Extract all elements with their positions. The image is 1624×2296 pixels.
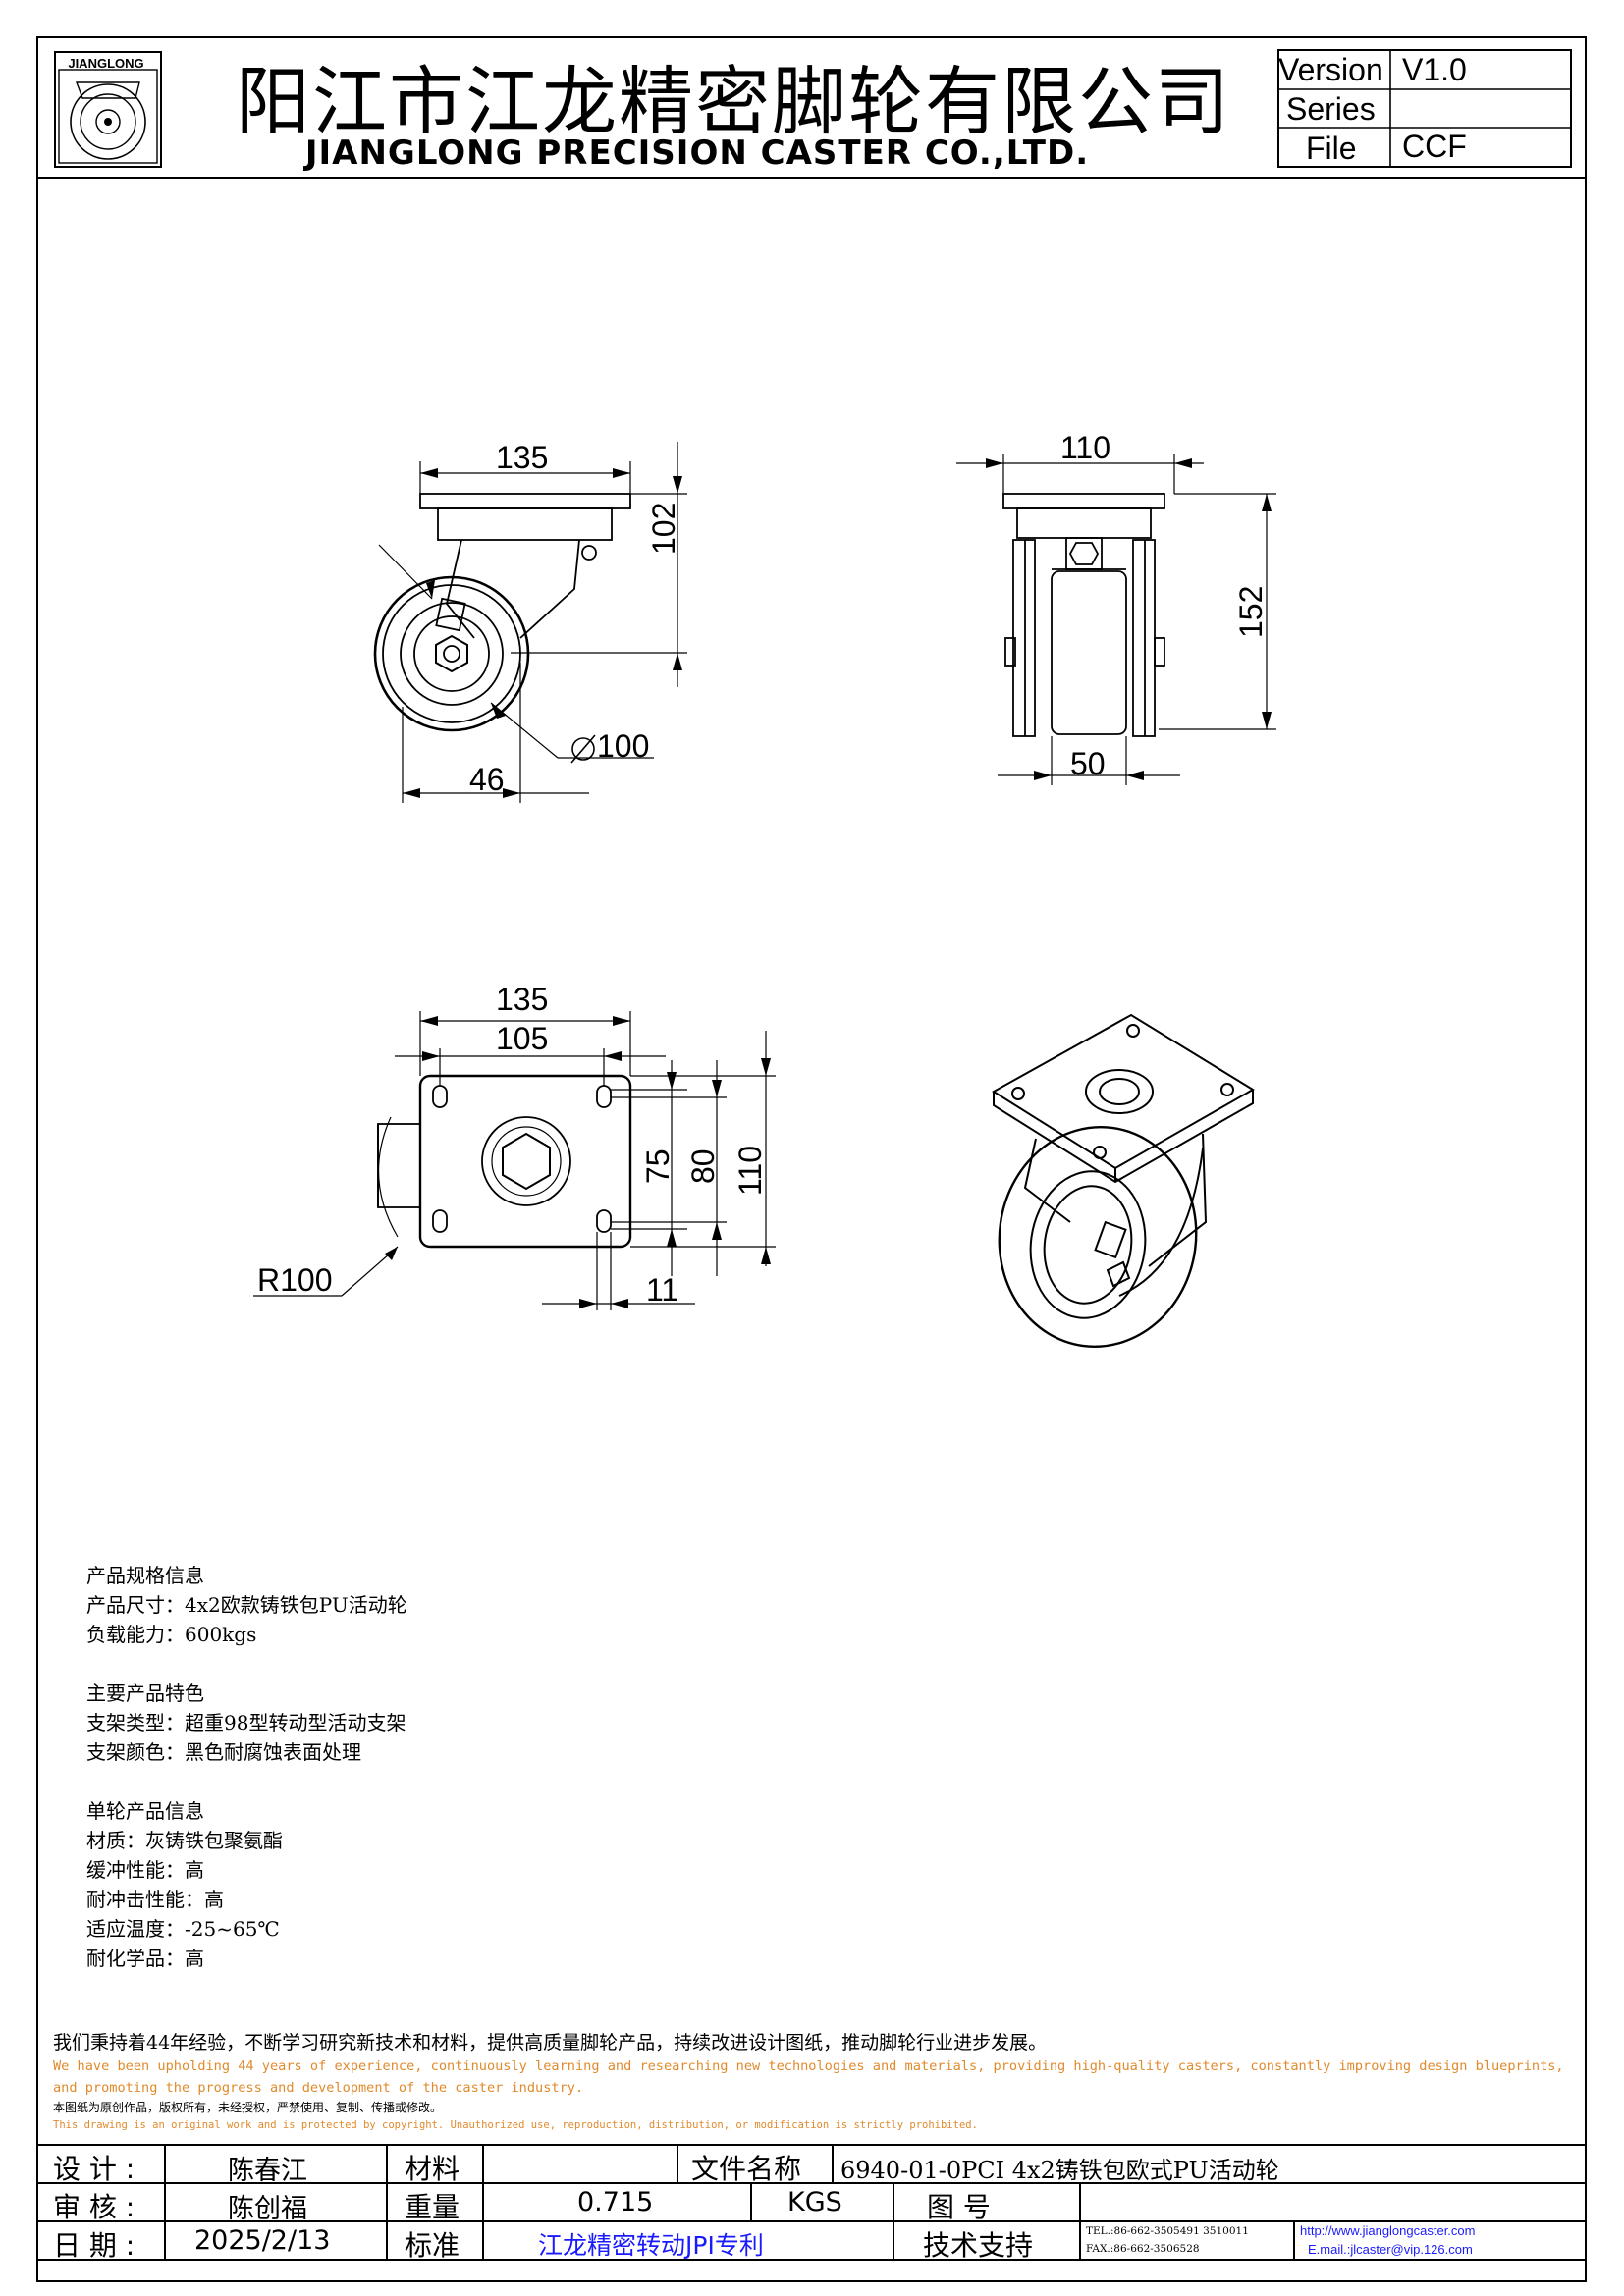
mission-statement-cn: 我们秉持着44年经验，不断学习研究新技术和材料，提供高质量脚轮产品，持续改进设计… — [53, 2032, 1048, 2054]
copyright-en: This drawing is an original work and is … — [53, 2119, 978, 2131]
dim-plate-bolt: 105 — [496, 1021, 549, 1056]
spec-section-title: 主要产品特色 — [86, 1682, 204, 1705]
review-value: 陈创福 — [228, 2194, 307, 2224]
logo-text: JIANGLONG — [68, 56, 144, 71]
tech-support-label: 技术支持 — [923, 2229, 1034, 2262]
file-name-label: 文件名称 — [691, 2153, 802, 2185]
review-label: 审 核 : — [53, 2191, 135, 2223]
standard-label: 标准 — [405, 2229, 460, 2262]
version-label: Version — [1278, 52, 1383, 87]
standard-value: 江龙精密转动JPI专利 — [538, 2231, 764, 2260]
dim-side-height: 152 — [1233, 585, 1269, 638]
notes-block: 我们秉持着44年经验，不断学习研究新技术和材料，提供高质量脚轮产品，持续改进设计… — [53, 2030, 1585, 2134]
dim-front-width: 135 — [496, 440, 549, 475]
file-name-value: 6940-01-0PCI 4x2铸铁包欧式PU活动轮 — [840, 2157, 1279, 2184]
drawing-number-label: 图 号 — [927, 2191, 991, 2223]
date-label: 日 期 : — [53, 2229, 135, 2262]
weight-unit: KGS — [787, 2187, 842, 2217]
spec-size: 产品尺寸：4x2欧款铸铁包PU活动轮 — [86, 1593, 407, 1617]
dim-wheel-width: 50 — [1070, 746, 1106, 781]
telephone: TEL.:86-662-3505491 3510011 — [1086, 2225, 1249, 2237]
dim-side-width: 110 — [1060, 430, 1111, 465]
side-view-drawing — [956, 454, 1276, 785]
dim-front-height: 102 — [646, 502, 681, 555]
dim-wheel-diameter: 100 — [597, 728, 650, 764]
dim-offset: 46 — [469, 762, 505, 797]
date-value: 2025/2/13 — [194, 2225, 331, 2256]
spec-section-title: 单轮产品信息 — [86, 1799, 204, 1823]
company-name-en: JIANGLONG PRECISION CASTER CO.,LTD. — [304, 133, 1090, 173]
fax: FAX.:86-662-3506528 — [1086, 2243, 1200, 2255]
material-label: 材料 — [405, 2153, 460, 2185]
isometric-caster-drawing — [992, 1013, 1255, 1348]
file-value: CCF — [1402, 129, 1467, 164]
spec-list: 产品规格信息 产品尺寸：4x2欧款铸铁包PU活动轮 负载能力：600kgs 主要… — [86, 1561, 407, 1973]
spec-cushion: 缓冲性能：高 — [86, 1858, 204, 1882]
series-label: Series — [1286, 91, 1376, 127]
design-label: 设 计 : — [53, 2153, 135, 2185]
mission-statement-en: We have been upholding 44 years of exper… — [53, 2058, 1564, 2074]
dim-slot: 11 — [646, 1272, 679, 1308]
design-value: 陈春江 — [228, 2156, 307, 2186]
company-name-cn: 阳江市江龙精密脚轮有限公司 — [236, 58, 1231, 145]
version-table — [1277, 49, 1572, 168]
website-link[interactable]: http://www.jianglongcaster.com — [1300, 2223, 1476, 2238]
sheet-border — [36, 36, 1587, 2282]
title-block-grid — [37, 2144, 1586, 2261]
email-link[interactable]: E.mail.:jlcaster@vip.126.com — [1308, 2242, 1473, 2257]
weight-label: 重量 — [405, 2191, 460, 2223]
file-label: File — [1306, 131, 1357, 166]
dim-plate-outer-depth: 110 — [732, 1145, 768, 1196]
copyright-cn: 本图纸为原创作品，版权所有，未经授权，严禁使用、复制、传播或修改。 — [53, 2101, 443, 2114]
logo-icon — [54, 51, 162, 168]
spec-impact: 耐冲击性能：高 — [86, 1888, 224, 1911]
spec-chemical: 耐化学品：高 — [86, 1947, 204, 1970]
front-view-drawing — [373, 442, 687, 803]
version-value: V1.0 — [1402, 52, 1467, 87]
spec-temperature: 适应温度：-25~65℃ — [86, 1917, 280, 1941]
spec-bracket-type: 支架类型：超重98型转动型活动支架 — [86, 1711, 406, 1735]
spec-section-title: 产品规格信息 — [86, 1564, 204, 1587]
dim-plate-outer: 135 — [496, 982, 549, 1017]
spec-load: 负载能力：600kgs — [86, 1623, 257, 1646]
mission-statement-en-cont: and promoting the progress and developme… — [53, 2080, 584, 2096]
plate-view-drawing — [253, 1011, 776, 1310]
dim-plate-bolt-short: 75 — [640, 1148, 676, 1184]
weight-value: 0.715 — [577, 2187, 654, 2217]
dim-swivel-radius: R100 — [257, 1262, 333, 1298]
dim-plate-bolt-long: 80 — [685, 1148, 721, 1184]
spec-material: 材质：灰铸铁包聚氨酯 — [86, 1829, 283, 1852]
spec-bracket-color: 支架颜色：黑色耐腐蚀表面处理 — [86, 1740, 361, 1764]
